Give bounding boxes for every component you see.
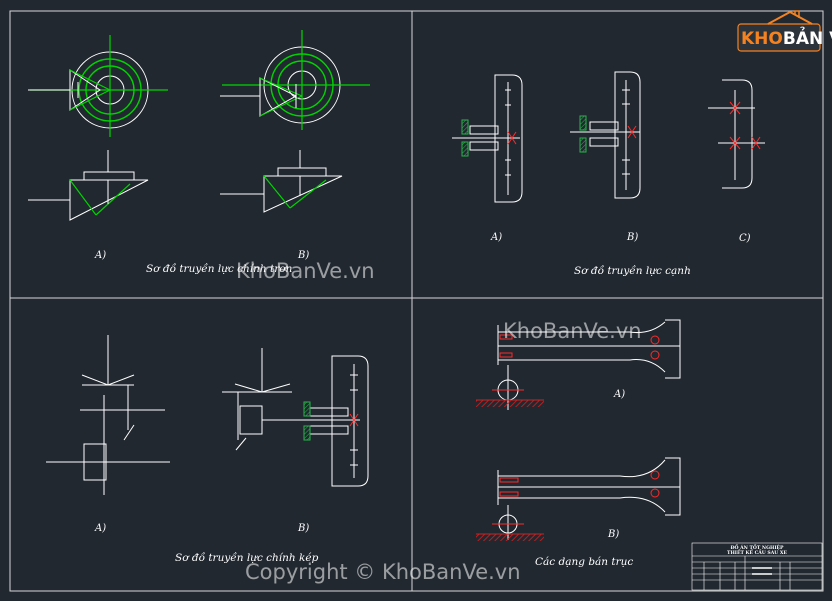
watermark-copyright: Copyright © KhoBanVe.vn bbox=[245, 560, 521, 584]
title-block-line2: THIẾT KẾ CẦU SAU XE bbox=[727, 547, 787, 556]
label-c-top-right: C) bbox=[739, 233, 751, 244]
label-b-bottom-left: B) bbox=[297, 523, 309, 534]
diagram-main-drive-single: A) B) Sơ đồ truyền lực chính trơn bbox=[28, 30, 370, 275]
diagram-main-drive-double: A) B) Sơ đồ truyền lực chính kép bbox=[46, 335, 369, 564]
label-b-bottom-right: B) bbox=[607, 529, 619, 540]
svg-text:KHOBẢN VẼ: KHOBẢN VẼ bbox=[741, 26, 832, 49]
caption-top-left: Sơ đồ truyền lực chính trơn bbox=[146, 262, 293, 275]
diagram-half-shafts: A) B) Các dạng bán trục bbox=[476, 319, 681, 568]
diagram-side-b bbox=[570, 71, 641, 199]
logo-text-banve: BẢN VẼ bbox=[783, 26, 832, 49]
watermark-center: KhoBanVe.vn bbox=[236, 259, 375, 283]
logo-text-kho: KHO bbox=[741, 29, 783, 49]
diagram-shaft-a bbox=[476, 319, 681, 410]
drawing-frame bbox=[9, 10, 824, 592]
diagram-b-top-view bbox=[220, 30, 370, 130]
caption-top-right: Sơ đồ truyền lực cạnh bbox=[574, 264, 691, 277]
label-b-top-right: B) bbox=[626, 232, 638, 243]
label-a-top-left: A) bbox=[94, 250, 106, 261]
diagram-a-side-view bbox=[28, 150, 149, 221]
watermark-middle: KhoBanVe.vn bbox=[503, 319, 642, 343]
title-block bbox=[691, 542, 823, 591]
label-b-top-left: B) bbox=[297, 250, 309, 261]
logo[interactable]: KHOBẢN VẼ bbox=[737, 10, 832, 52]
label-a-bottom-right: A) bbox=[613, 389, 625, 400]
diagram-a-top-view bbox=[28, 35, 168, 137]
caption-bottom-right: Các dạng bán trục bbox=[535, 556, 633, 568]
title-block-line1: ĐỒ ÁN TỐT NGHIỆP bbox=[731, 542, 785, 551]
label-a-top-right: A) bbox=[490, 232, 502, 243]
diagram-b-side-view bbox=[220, 150, 343, 213]
diagram-side-drive: A) B) C) Sơ đồ truyền lực cạnh bbox=[452, 71, 765, 277]
diagram-double-b bbox=[222, 348, 369, 487]
diagram-shaft-b bbox=[476, 457, 681, 541]
diagram-side-c bbox=[708, 79, 765, 189]
diagram-double-a bbox=[46, 335, 170, 495]
caption-bottom-left: Sơ đồ truyền lực chính kép bbox=[175, 551, 319, 564]
diagram-side-a bbox=[452, 74, 523, 203]
label-a-bottom-left: A) bbox=[94, 523, 106, 534]
